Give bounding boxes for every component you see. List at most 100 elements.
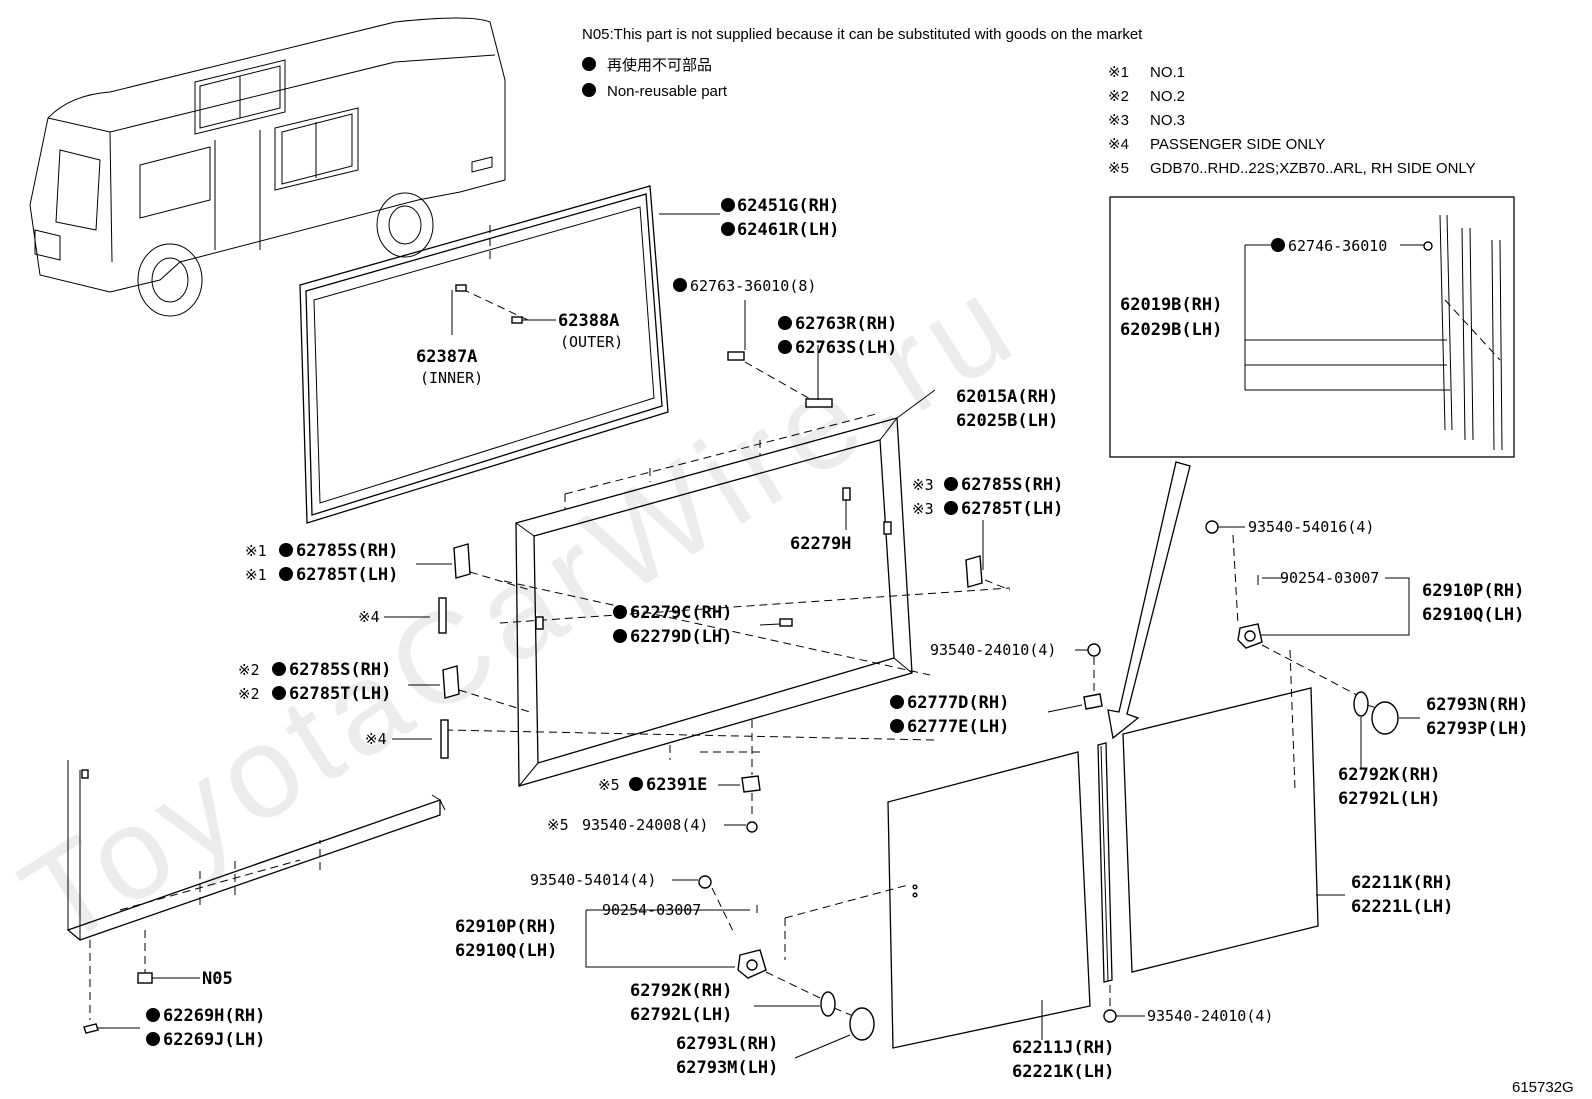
- ref-mark: ※4: [1108, 136, 1129, 153]
- part-cover: [1353, 691, 1369, 717]
- part-clip: [455, 284, 467, 292]
- label-62785s-3: 62785S(RH): [961, 475, 1063, 495]
- label-62785s-2: 62785S(RH): [289, 660, 391, 680]
- detail-inset-box: [1109, 196, 1515, 458]
- label-62221k: 62221K(LH): [1012, 1062, 1114, 1082]
- label-93540-54016: 93540-54016(4): [1248, 518, 1374, 536]
- label-62792l-lower: 62792L(LH): [630, 1005, 732, 1025]
- ref-mark-2: ※2: [238, 685, 260, 703]
- label-62279c: 62279C(RH): [630, 603, 732, 623]
- leader-dashed: [669, 720, 760, 775]
- detail-arrow-icon: [1107, 461, 1191, 740]
- label-62029b: 62029B(LH): [1120, 320, 1222, 340]
- part-dot: [912, 884, 918, 890]
- leader-line: [1257, 575, 1288, 585]
- leader-line: [1255, 577, 1410, 636]
- leader-dashed: [833, 1007, 859, 1019]
- bullet-dot: [272, 662, 286, 676]
- label-62785s-1: 62785S(RH): [296, 541, 398, 561]
- part-cover: [820, 991, 836, 1017]
- window-frame: [515, 417, 913, 787]
- part-screw: [1205, 520, 1219, 534]
- label-n05: N05: [202, 969, 233, 989]
- leader-line: [1360, 717, 1420, 768]
- label-93540-24010-lower: 93540-24010(4): [1147, 1007, 1273, 1025]
- label-62785t-1: 62785T(LH): [296, 565, 398, 585]
- leader-dashed: [89, 840, 321, 1020]
- bullet-dot: [778, 316, 792, 330]
- label-62793p: 62793P(LH): [1426, 719, 1528, 739]
- label-62763r: 62763R(RH): [795, 314, 897, 334]
- ref-mark-1: ※1: [245, 566, 267, 584]
- label-62777e: 62777E(LH): [907, 717, 1009, 737]
- label-62279h: 62279H: [790, 534, 851, 554]
- part-bracket: [741, 775, 761, 793]
- label-outer: (OUTER): [560, 333, 623, 351]
- leader-line: [896, 389, 936, 419]
- label-62221l: 62221L(LH): [1351, 897, 1453, 917]
- non-reusable-jp-note: 再使用不可部品: [607, 57, 712, 74]
- bullet-dot: [778, 340, 792, 354]
- n05-note: N05:This part is not supplied because it…: [582, 26, 1143, 43]
- part-clip: [883, 521, 892, 535]
- leader-dashed: [461, 225, 531, 322]
- ref-mark-5: ※5: [598, 776, 620, 794]
- label-62785t-3: 62785T(LH): [961, 499, 1063, 519]
- bullet-dot: [629, 777, 643, 791]
- label-62388a: 62388A: [558, 311, 619, 331]
- part-roller: [1083, 693, 1103, 710]
- leader-line: [585, 910, 735, 968]
- bullet-dot: [146, 1032, 160, 1046]
- part-seal-strip: [440, 719, 449, 759]
- part-clip: [83, 1023, 99, 1034]
- leader-dashed: [499, 580, 1011, 676]
- ref-text: NO.3: [1150, 112, 1185, 129]
- bullet-dot: [146, 1008, 160, 1022]
- label-62387a: 62387A: [416, 347, 477, 367]
- ref-mark: ※3: [1108, 112, 1129, 129]
- bullet-dot: [944, 477, 958, 491]
- ref-mark-3: ※3: [912, 500, 934, 518]
- sliding-glass-front: [887, 751, 1091, 1049]
- bullet-dot: [613, 605, 627, 619]
- part-spacer: [727, 351, 745, 361]
- ref-mark-3: ※3: [912, 476, 934, 494]
- label-93540-24010-upper: 93540-24010(4): [930, 641, 1056, 659]
- label-62025b: 62025B(LH): [956, 411, 1058, 431]
- label-62910q-upper: 62910Q(LH): [1422, 605, 1524, 625]
- label-62015a: 62015A(RH): [956, 387, 1058, 407]
- label-62785t-2: 62785T(LH): [289, 684, 391, 704]
- part-screw: [1087, 643, 1101, 657]
- leader-dashed: [1261, 644, 1358, 791]
- part-clip: [842, 487, 851, 501]
- bullet-dot: [890, 719, 904, 733]
- ref-mark: ※2: [1108, 88, 1129, 105]
- sliding-glass-rear: [1122, 687, 1319, 973]
- leader-dashed: [1232, 534, 1239, 626]
- part-bracket: [442, 665, 460, 699]
- label-62461r: 62461R(LH): [737, 220, 839, 240]
- ref-mark: ※1: [1108, 64, 1129, 81]
- label-62211j: 62211J(RH): [1012, 1038, 1114, 1058]
- bullet-dot: [721, 222, 735, 236]
- ref-mark-2: ※2: [238, 661, 260, 679]
- part-knob: [849, 1007, 875, 1041]
- part-latch-knob: [746, 959, 758, 971]
- part-spacer: [805, 398, 833, 408]
- ref-text: PASSENGER SIDE ONLY: [1150, 136, 1325, 153]
- label-62793l: 62793L(RH): [676, 1034, 778, 1054]
- ref-mark-5: ※5: [547, 816, 569, 834]
- non-reusable-en-note: Non-reusable part: [607, 83, 728, 100]
- label-62793n: 62793N(RH): [1426, 695, 1528, 715]
- part-screw: [1103, 1009, 1117, 1023]
- part-clip: [535, 616, 544, 630]
- bullet-dot: [613, 629, 627, 643]
- bullet-dot: [582, 57, 596, 71]
- label-62451g: 62451G(RH): [737, 196, 839, 216]
- part-clip: [779, 618, 793, 627]
- leader-dashed: [564, 412, 881, 510]
- ref-text: NO.2: [1150, 88, 1185, 105]
- part-dot: [912, 892, 918, 898]
- part-screw: [698, 875, 712, 889]
- label-62019b: 62019B(RH): [1120, 295, 1222, 315]
